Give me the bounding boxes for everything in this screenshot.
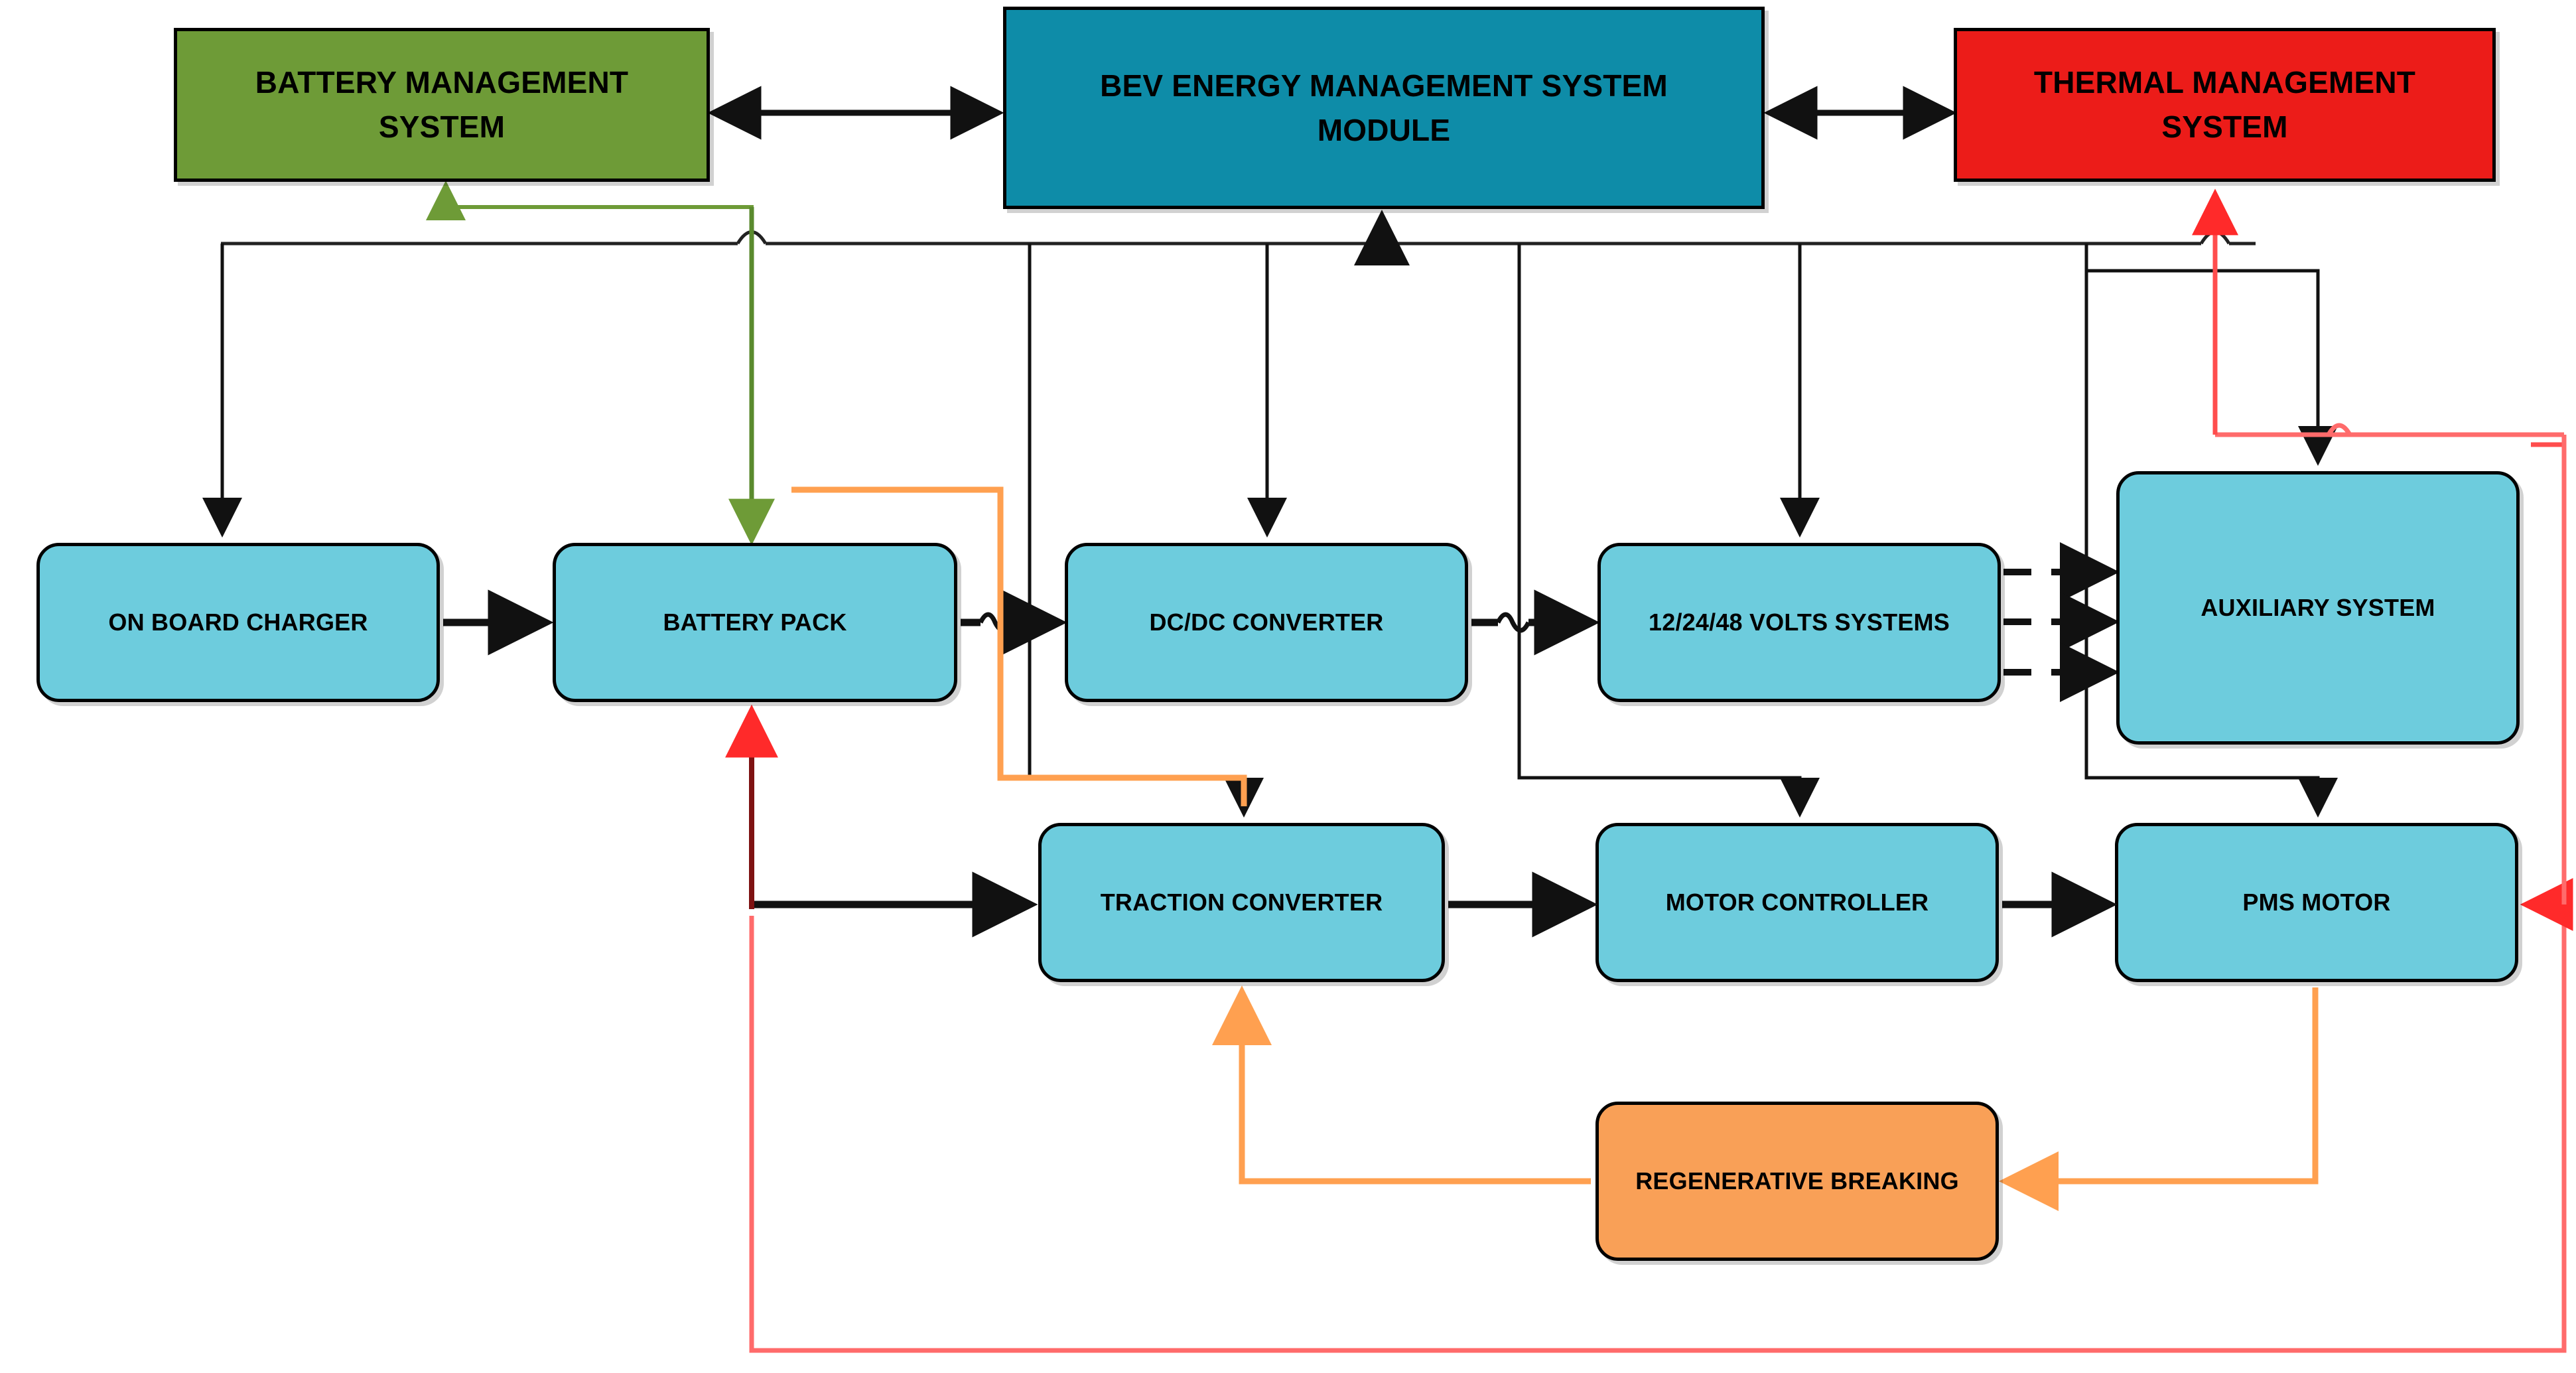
connector-pms-to-regen <box>1999 987 2319 1211</box>
node-label-battery-management-system: BATTERY MANAGEMENT SYSTEM <box>255 65 629 144</box>
connector-bus-to-auxiliary-system <box>2084 244 2338 466</box>
node-traction-converter[interactable]: TRACTION CONVERTER <box>1038 823 1445 982</box>
connector-battery-to-bms <box>426 181 754 531</box>
connector-battery-to-dcdc-jump <box>978 612 1014 633</box>
node-label-pms-motor: PMS MOTOR <box>2242 888 2391 916</box>
node-label-traction-converter: TRACTION CONVERTER <box>1100 888 1383 916</box>
node-regenerative-breaking[interactable]: REGENERATIVE BREAKING <box>1595 1102 1999 1261</box>
node-label-regenerative-breaking: REGENERATIVE BREAKING <box>1635 1167 1959 1194</box>
node-label-battery-pack: BATTERY PACK <box>663 608 847 636</box>
node-battery-pack[interactable]: BATTERY PACK <box>553 543 957 702</box>
node-pms-motor[interactable]: PMS MOTOR <box>2115 823 2518 982</box>
node-label-dcdc-converter: DC/DC CONVERTER <box>1149 608 1384 636</box>
node-auxiliary-system[interactable]: AUXILIARY SYSTEM <box>2116 471 2520 745</box>
connector-bus-to-motor-controller <box>1517 244 1820 818</box>
node-on-board-charger[interactable]: ON BOARD CHARGER <box>36 543 440 702</box>
connector-bus-to-pms-motor <box>2084 271 2338 818</box>
connector-regen-to-traction <box>1212 985 1591 1185</box>
connector-thermal-horizontal-jump <box>2326 423 2352 436</box>
node-motor-controller[interactable]: MOTOR CONTROLLER <box>1595 823 1999 982</box>
node-label-motor-controller: MOTOR CONTROLLER <box>1665 888 1929 916</box>
node-bev-energy-management-system-module[interactable]: BEV ENERGY MANAGEMENT SYSTEM MODULE <box>1003 7 1765 209</box>
node-label-bev-energy-management-system-module: BEV ENERGY MANAGEMENT SYSTEM MODULE <box>1100 68 1668 147</box>
node-label-on-board-charger: ON BOARD CHARGER <box>108 608 368 636</box>
connector-dcdc-to-volts-jump <box>1495 612 1531 633</box>
node-dcdc-converter[interactable]: DC/DC CONVERTER <box>1065 543 1468 702</box>
node-battery-management-system[interactable]: BATTERY MANAGEMENT SYSTEM <box>174 28 710 182</box>
node-label-thermal-management-system: THERMAL MANAGEMENT SYSTEM <box>2033 65 2416 144</box>
node-volts-systems[interactable]: 12/24/48 VOLTS SYSTEMS <box>1597 543 2001 702</box>
connector-battery-to-traction <box>791 486 1247 806</box>
node-label-volts-systems: 12/24/48 VOLTS SYSTEMS <box>1649 608 1950 636</box>
connector-bus-to-traction-converter <box>1028 244 1264 818</box>
node-thermal-management-system[interactable]: THERMAL MANAGEMENT SYSTEM <box>1954 28 2496 182</box>
node-label-auxiliary-system: AUXILIARY SYSTEM <box>2201 593 2435 621</box>
